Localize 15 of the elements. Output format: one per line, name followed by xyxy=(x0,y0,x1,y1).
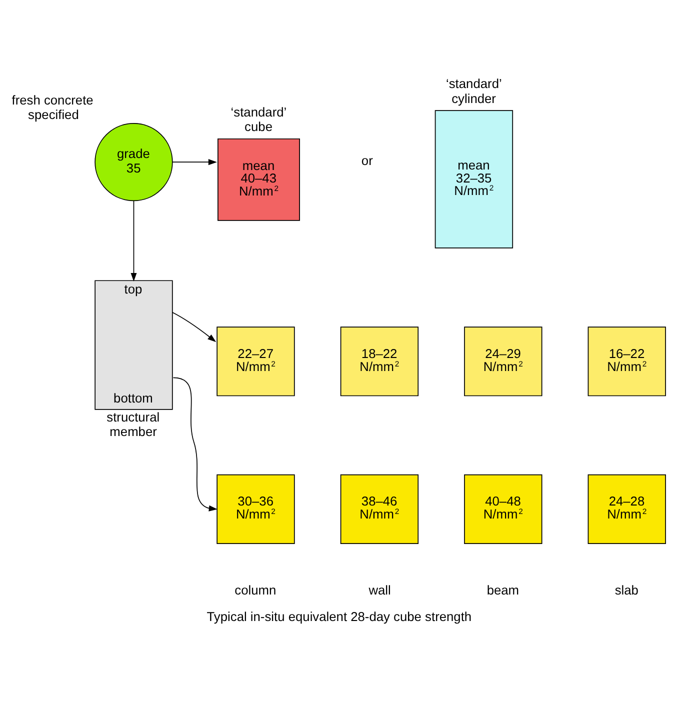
label: or xyxy=(361,153,373,168)
node-label: structural member xyxy=(106,410,160,440)
node-circle: grade 35 xyxy=(94,122,173,202)
arrow xyxy=(172,377,218,512)
node-label: fresh concrete specified xyxy=(12,92,94,122)
node-label: ‘standard’ cylinder xyxy=(446,76,502,106)
label: slab xyxy=(614,582,638,598)
node-label: ‘standard’ cube xyxy=(230,104,287,134)
caption: Typical in-situ equivalent 28-day cube strength xyxy=(206,608,472,624)
label: wall xyxy=(368,582,391,598)
label: beam xyxy=(486,582,520,598)
arrow xyxy=(172,159,218,166)
label: column xyxy=(234,582,276,598)
arrow xyxy=(130,200,137,282)
arrow xyxy=(172,312,216,342)
